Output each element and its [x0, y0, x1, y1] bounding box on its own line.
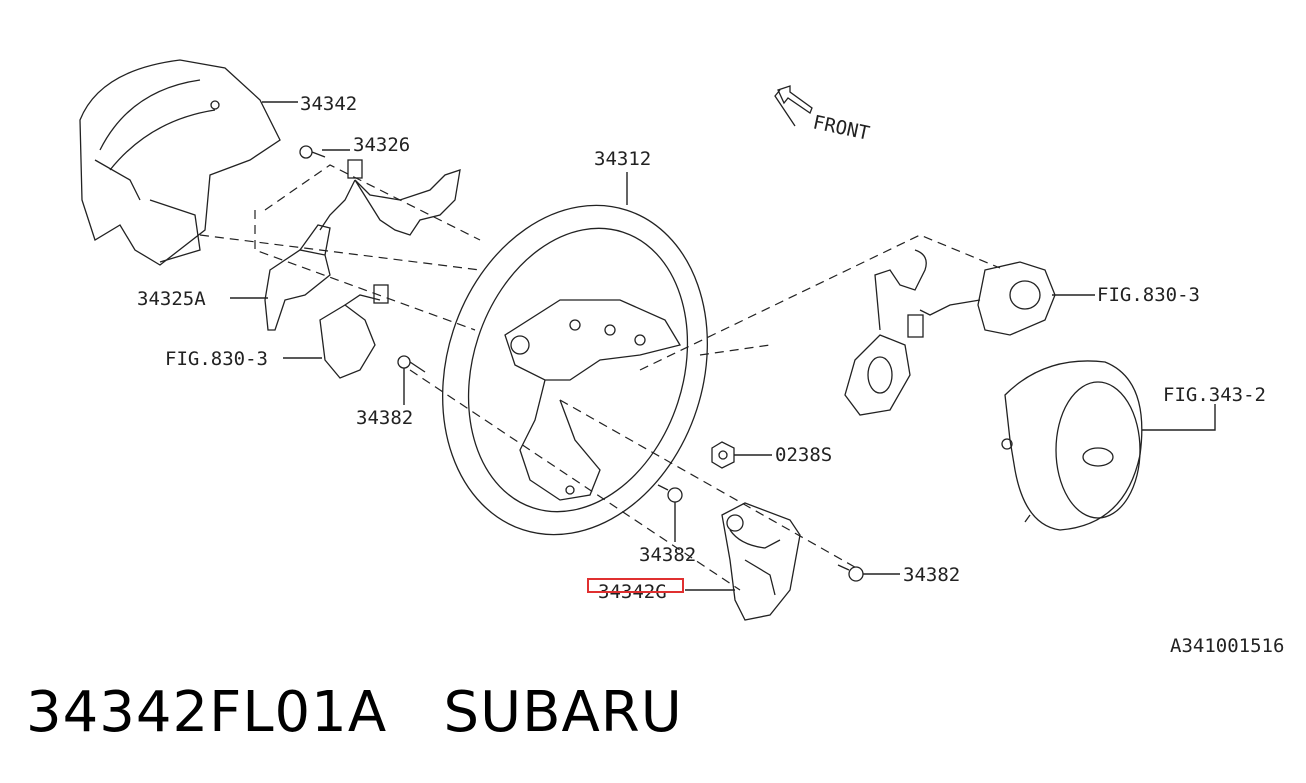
part-number: 34342FL01A	[26, 680, 388, 745]
screw-34326	[299, 145, 326, 159]
lower-cover-part	[721, 502, 801, 621]
airbag-part	[1001, 360, 1143, 531]
footer-caption: 34342FL01A SUBARU	[26, 680, 683, 745]
callout-02385: 0238S	[775, 444, 832, 466]
steering-wheel-part	[442, 204, 708, 536]
diagram-id: A341001516	[1170, 635, 1284, 657]
callout-34382-right: 34382	[903, 564, 960, 586]
left-switch-part	[319, 284, 389, 379]
column-cover-part	[79, 59, 281, 266]
callout-34312: 34312	[594, 148, 651, 170]
front-arrow-icon	[774, 85, 813, 127]
callout-34382-mid: 34382	[639, 544, 696, 566]
right-switch-part	[844, 249, 1056, 416]
paddle-switch-part	[264, 159, 461, 331]
screw-mid	[657, 484, 683, 503]
callout-fig343: FIG.343-2	[1163, 384, 1266, 406]
callout-34326: 34326	[353, 134, 410, 156]
nut-02385	[711, 441, 735, 469]
screw-left	[397, 355, 426, 373]
screw-right	[837, 564, 864, 582]
brand-name: SUBARU	[443, 680, 683, 745]
callout-34325a: 34325A	[137, 288, 206, 310]
callout-34342: 34342	[300, 93, 357, 115]
callout-fig830-right: FIG.830-3	[1097, 284, 1200, 306]
callout-34382-left: 34382	[356, 407, 413, 429]
highlight-box	[587, 578, 684, 593]
front-label: FRONT	[811, 111, 872, 144]
callout-fig830-left: FIG.830-3	[165, 348, 268, 370]
